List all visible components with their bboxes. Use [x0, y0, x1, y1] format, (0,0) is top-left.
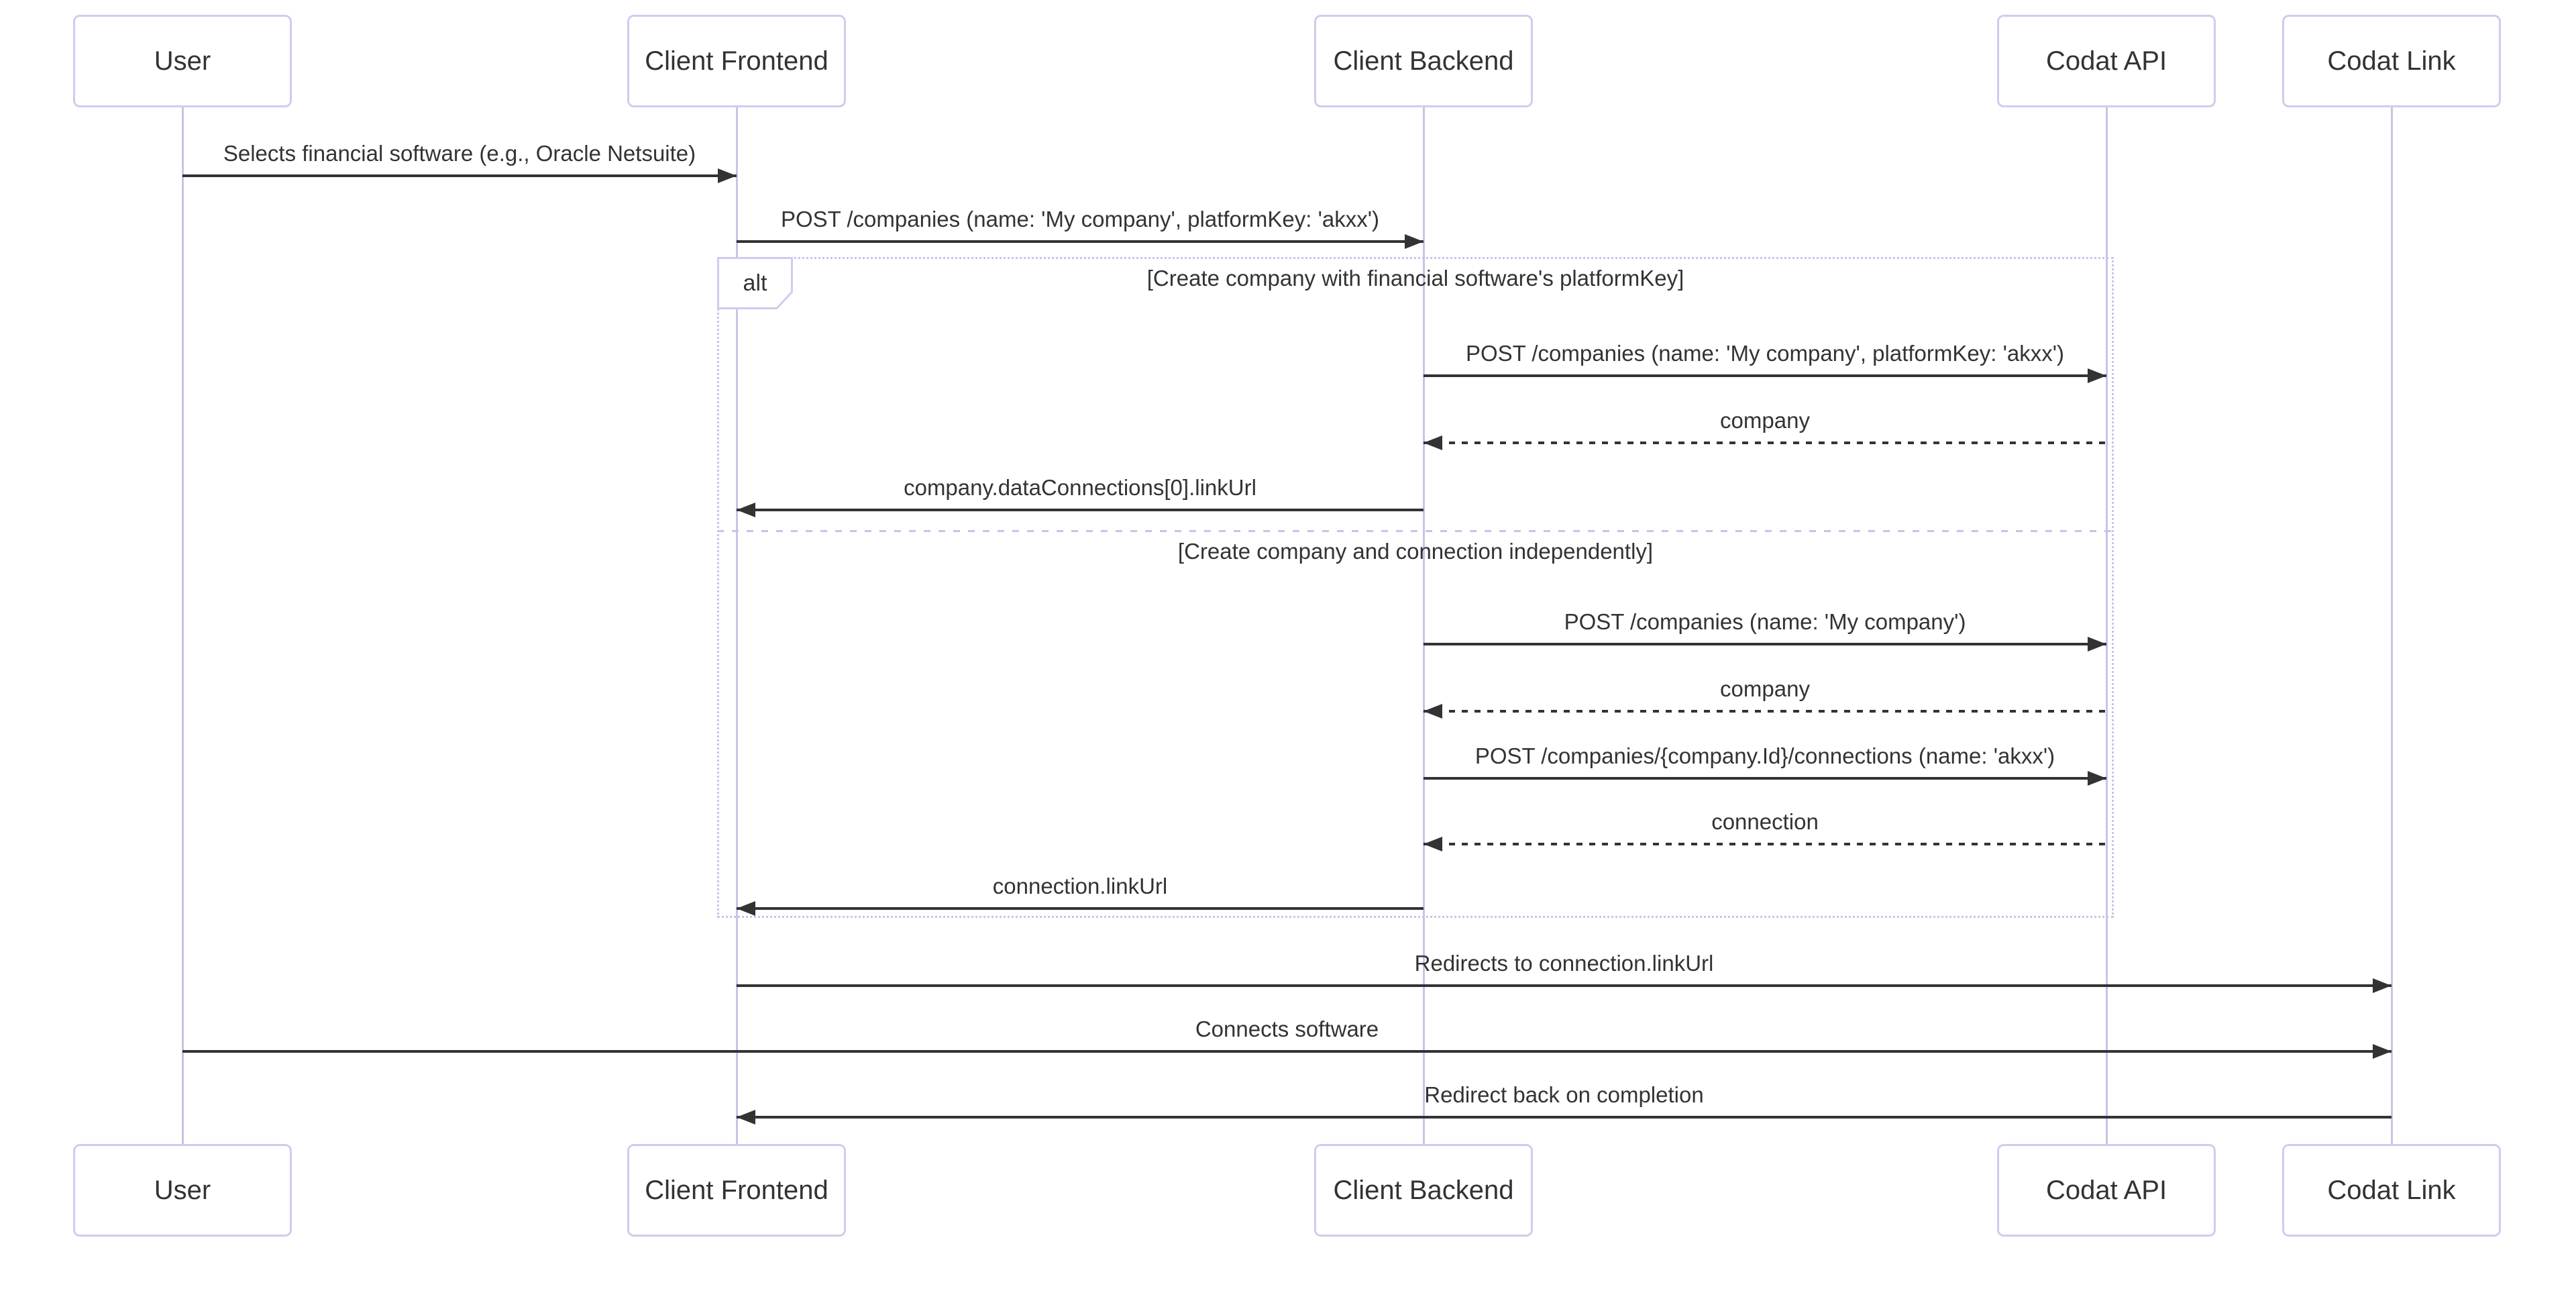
actor-box-codat-link-bottom: Codat Link [2282, 1144, 2501, 1237]
message-label: connection.linkUrl [992, 874, 1168, 898]
message-label: Redirects to connection.linkUrl [1414, 951, 1714, 976]
actor-box-codat-api-bottom: Codat API [1997, 1144, 2216, 1237]
message-label: POST /companies (name: 'My company') [1564, 609, 1966, 634]
actor-box-client-backend-top: Client Backend [1314, 15, 1533, 107]
message-arrowhead [2373, 1044, 2392, 1059]
message-label: Redirect back on completion [1424, 1082, 1704, 1107]
message-label: company.dataConnections[0].linkUrl [904, 475, 1256, 500]
alt-operator-label: alt [743, 270, 767, 296]
actor-label: Client Frontend [645, 1175, 828, 1205]
actor-box-codat-link-top: Codat Link [2282, 15, 2501, 107]
message-line [1424, 643, 2106, 645]
actor-box-user-top: User [73, 15, 292, 107]
message-arrowhead [1424, 435, 1442, 450]
message-label: POST /companies/{company.Id}/connections… [1474, 743, 2055, 768]
message-arrowhead [737, 503, 755, 517]
message-label: connection [1711, 809, 1819, 834]
actor-box-client-frontend-top: Client Frontend [627, 15, 846, 107]
message-line [1424, 777, 2106, 780]
message-line [737, 509, 1424, 511]
alt-section-label: [Create company and connection independe… [1177, 539, 1654, 564]
message-label: Selects financial software (e.g., Oracle… [223, 141, 696, 166]
message-line [737, 984, 2392, 987]
lifeline-client-backend [1422, 106, 1425, 1145]
message-arrowhead [718, 168, 737, 183]
actor-label: Codat Link [2327, 1175, 2456, 1205]
message-line [182, 174, 737, 177]
lifeline-client-frontend [735, 106, 738, 1145]
message-label: company [1720, 408, 1810, 433]
message-line [737, 240, 1424, 243]
message-line [737, 1116, 2392, 1119]
message-label: Connects software [1195, 1017, 1379, 1041]
actor-box-codat-api-top: Codat API [1997, 15, 2216, 107]
actor-label: User [154, 46, 211, 76]
message-label: POST /companies (name: 'My company', pla… [780, 207, 1380, 231]
message-line [737, 907, 1424, 910]
message-label: POST /companies (name: 'My company', pla… [1465, 341, 2065, 366]
actor-box-client-backend-bottom: Client Backend [1314, 1144, 1533, 1237]
message-arrowhead [737, 901, 755, 916]
message-line [1424, 374, 2106, 377]
alt-frame [717, 257, 2114, 918]
message-arrowhead [2088, 771, 2106, 786]
actor-label: Client Backend [1333, 46, 1514, 76]
actor-label: Codat API [2045, 46, 2167, 76]
message-arrowhead [737, 1110, 755, 1125]
alt-operator-box: alt [717, 257, 793, 309]
message-label: company [1720, 676, 1810, 701]
message-arrowhead [1405, 234, 1424, 249]
alt-section-divider [717, 530, 2114, 532]
message-arrowhead [2088, 637, 2106, 652]
message-arrowhead [2373, 978, 2392, 993]
actor-label: Client Backend [1333, 1175, 1514, 1205]
lifeline-codat-link [2390, 106, 2393, 1145]
message-line [1424, 710, 2106, 713]
lifeline-user [181, 106, 184, 1145]
actor-label: User [154, 1175, 211, 1205]
message-line [1424, 441, 2106, 444]
actor-label: Codat API [2045, 1175, 2167, 1205]
message-line [182, 1050, 2392, 1053]
message-arrowhead [1424, 837, 1442, 851]
actor-label: Codat Link [2327, 46, 2456, 76]
alt-operator-shape [717, 257, 793, 309]
lifeline-codat-api [2105, 106, 2108, 1145]
actor-box-user-bottom: User [73, 1144, 292, 1237]
message-arrowhead [1424, 704, 1442, 719]
alt-section-label: [Create company with financial software'… [1146, 266, 1684, 291]
actor-label: Client Frontend [645, 46, 828, 76]
message-arrowhead [2088, 368, 2106, 383]
actor-box-client-frontend-bottom: Client Frontend [627, 1144, 846, 1237]
message-line [1424, 843, 2106, 845]
